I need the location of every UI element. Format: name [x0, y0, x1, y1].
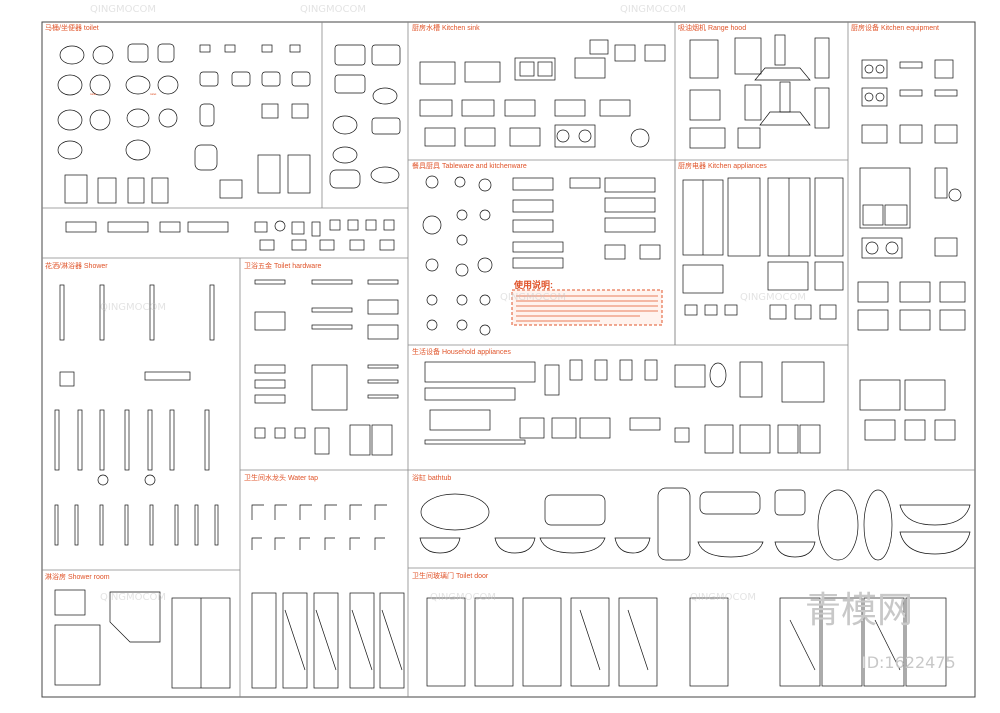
svg-text:QINGMOCOM: QINGMOCOM [300, 4, 366, 15]
tableware-blocks [422, 175, 661, 336]
kitchen-appliance-blocks [682, 177, 844, 320]
toilet-door-blocks [426, 597, 947, 687]
svg-text:QINGMOCOM: QINGMOCOM [100, 592, 166, 603]
kitchen-equipment-blocks [857, 59, 966, 331]
section-title-tableware: 餐具厨具 Tableware and kitchenware [412, 161, 527, 170]
section-title-water-tap: 卫生间水龙头 Water tap [244, 473, 318, 482]
shower-blocks [54, 284, 219, 546]
toilet-accessory-blocks [254, 219, 395, 251]
section-title-range-hood: 吸油烟机 Range hood [678, 23, 746, 32]
svg-text:QINGMOCOM: QINGMOCOM [430, 592, 496, 603]
basin-blocks [329, 44, 401, 189]
svg-text:toilet: toilet [150, 92, 157, 96]
svg-text:toilet: toilet [90, 92, 97, 96]
section-title-toilet-door: 卫生间玻璃门 Toilet door [412, 571, 489, 580]
svg-text:QINGMOCOM: QINGMOCOM [90, 4, 156, 15]
section-title-kitchen-appliances: 厨房电器 Kitchen appliances [678, 161, 767, 170]
kitchen-sink-blocks [419, 39, 666, 148]
section-title-household-appliances: 生活设备 Household appliances [412, 347, 511, 356]
section-title-shower-room: 淋浴房 Shower room [45, 572, 110, 581]
section-title-toilet: 马桶/坐便器 toilet [45, 23, 99, 32]
toilet-blocks: toilet toilet [57, 43, 311, 233]
water-tap-blocks [251, 504, 387, 550]
svg-text:QINGMOCOM: QINGMOCOM [620, 4, 686, 15]
svg-text:QINGMOCOM: QINGMOCOM [100, 302, 166, 313]
id-watermark: ID:1622475 [862, 653, 956, 672]
svg-text:QINGMOCOM: QINGMOCOM [500, 292, 566, 303]
usage-note-title: 使用说明: [513, 279, 553, 290]
household-appliance-blocks [424, 359, 956, 454]
section-title-bathtub: 浴缸 bathtub [412, 473, 451, 482]
toilet-hardware-blocks [254, 279, 399, 456]
sheet-frame [41, 21, 976, 698]
faint-watermarks: QINGMOCOM QINGMOCOM QINGMOCOM QINGMOCOM … [90, 4, 806, 603]
section-title-toilet-hardware: 卫浴五金 Toilet hardware [244, 261, 322, 270]
section-dividers [42, 22, 975, 697]
section-title-shower: 花洒/淋浴器 Shower [45, 261, 108, 270]
range-hood-blocks [689, 34, 830, 149]
svg-text:QINGMOCOM: QINGMOCOM [740, 292, 806, 303]
svg-text:QINGMOCOM: QINGMOCOM [690, 592, 756, 603]
usage-note: 使用说明: [511, 279, 663, 326]
section-title-kitchen-sink: 厨房水槽 Kitchen sink [412, 23, 480, 32]
shower-room-blocks [54, 589, 405, 689]
section-title-kitchen-equipment: 厨房设备 Kitchen equipment [851, 23, 939, 32]
bathtub-blocks [419, 487, 971, 561]
brand-watermark: 青模网 [805, 590, 913, 631]
